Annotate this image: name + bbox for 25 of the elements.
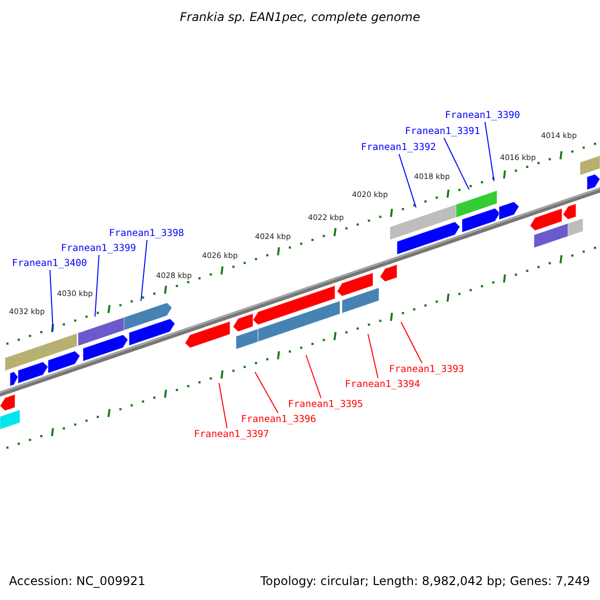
leader-line	[306, 354, 322, 398]
accession-text: Accession: NC_009921	[9, 575, 146, 588]
genome-info-text: Topology: circular; Length: 8,982,042 bp; Genes: 7,249	[260, 575, 590, 588]
gene-label: Franean1_3400	[12, 257, 88, 270]
gene-label: Franean1_3398	[109, 227, 184, 240]
gene-label: Franean1_3394	[345, 378, 420, 391]
gene-label: Franean1_3395	[288, 398, 364, 411]
gene-label: Franean1_3399	[61, 242, 136, 255]
leader-line	[444, 138, 470, 190]
gene-label: Franean1_3397	[194, 428, 270, 441]
gene-label: Franean1_3390	[445, 109, 520, 122]
leader-line	[484, 122, 494, 182]
gene-label: Franean1_3393	[389, 363, 464, 376]
leader-line	[50, 270, 54, 332]
leader-line	[398, 154, 416, 208]
leader-line	[94, 254, 100, 318]
leader-line	[140, 240, 148, 302]
leader-line	[368, 334, 378, 378]
leader-line	[254, 372, 278, 414]
leader-line	[400, 322, 422, 364]
leader-line	[218, 382, 228, 428]
gene-label: Franean1_3391	[405, 125, 480, 138]
title: Frankia sp. EAN1pec, complete genome	[178, 11, 422, 24]
gene-label: Franean1_3396	[241, 413, 316, 426]
gene-label: Franean1_3392	[361, 141, 436, 154]
